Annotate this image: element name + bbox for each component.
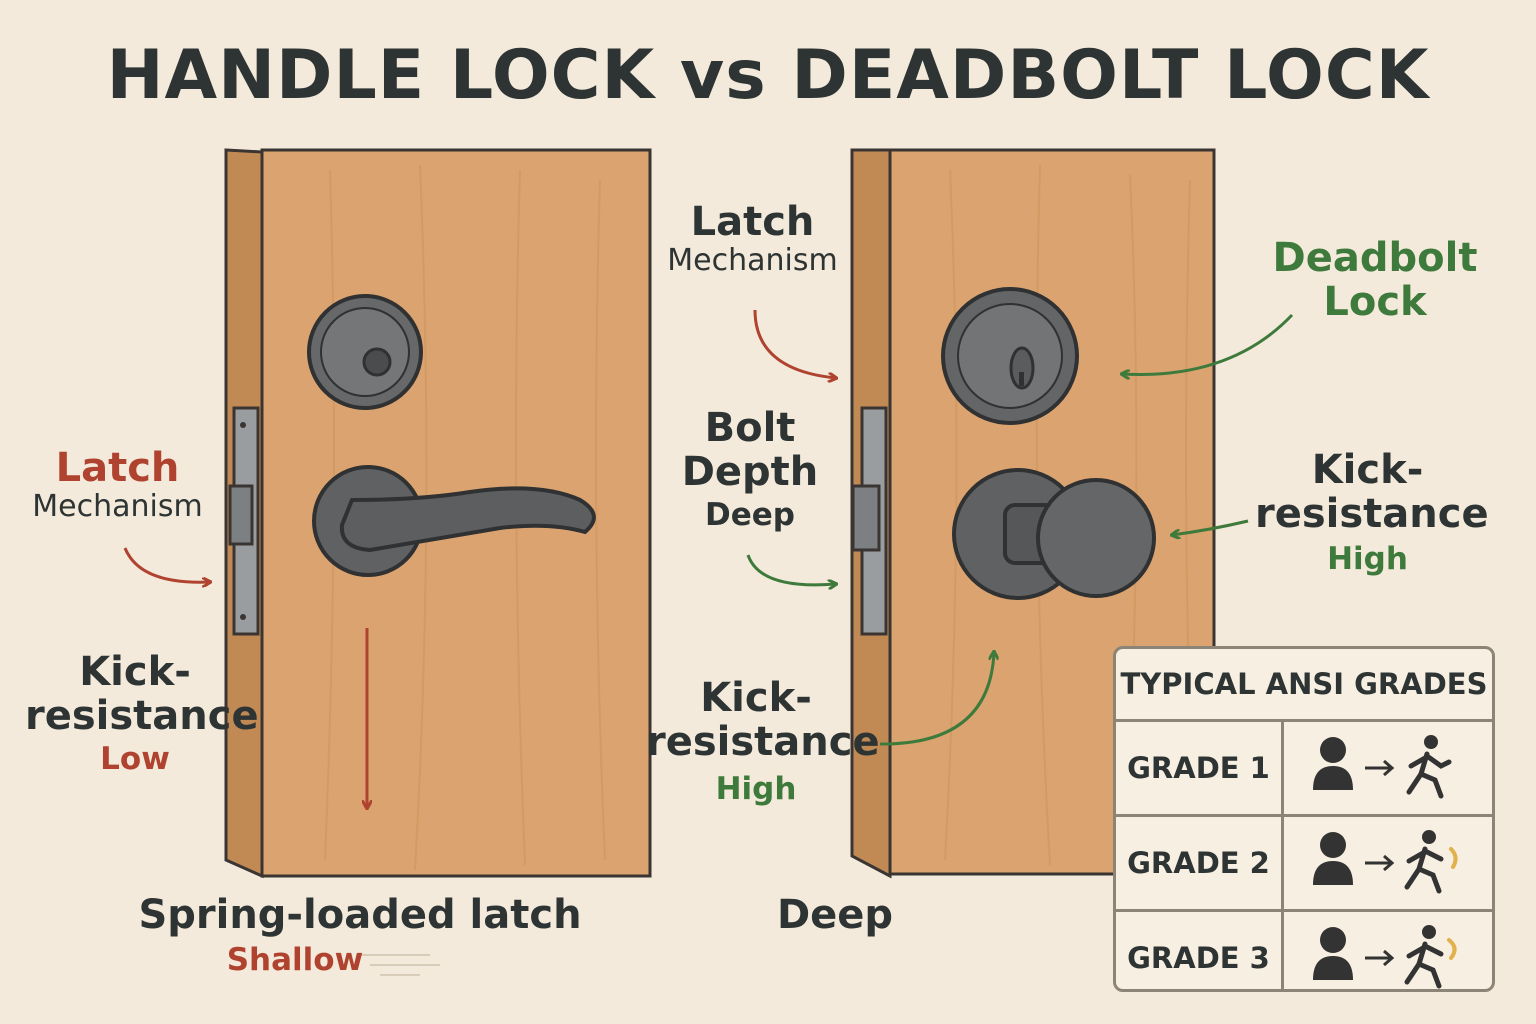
side-kick-resistance-label: Kick- resistance High	[1255, 447, 1489, 577]
right-kick-line2: resistance	[646, 719, 880, 765]
running-person-icon	[1406, 735, 1452, 799]
left-kick-value: Low	[100, 741, 170, 777]
left-kick-line1: Kick-	[79, 649, 191, 695]
arrow-right-icon	[1365, 854, 1395, 872]
left-kick-resistance-label: Kick- resistance Low	[25, 649, 259, 777]
right-kick-value: High	[715, 771, 797, 807]
right-bottom-label: Deep	[760, 893, 910, 937]
kicking-person-icon	[1404, 925, 1457, 989]
grade-row: GRADE 3	[1116, 912, 1492, 989]
right-kick-resistance-label: Kick- resistance High	[646, 675, 880, 807]
side-kick-line1: Kick-	[1311, 447, 1424, 493]
left-latch-sub: Mechanism	[32, 489, 203, 524]
arrow-right-icon	[1365, 759, 1395, 777]
door-lever-icon	[312, 465, 596, 577]
page-title: HANDLE LOCK vs DEADBOLT LOCK	[106, 36, 1430, 115]
grade-label: GRADE 3	[1116, 912, 1284, 989]
grade-icons	[1284, 722, 1492, 814]
left-latch-title: Latch	[55, 445, 180, 491]
person-icon	[1313, 737, 1353, 790]
bolt-value: Deep	[705, 497, 795, 533]
shallow-value: Shallow	[226, 942, 364, 978]
deadbolt-line2: Lock	[1323, 279, 1427, 325]
right-latch-sub: Mechanism	[667, 243, 838, 278]
handle-lock-keyhole-icon	[307, 294, 423, 410]
left-latch-label: Latch Mechanism	[20, 446, 215, 523]
side-kick-value: High	[1327, 541, 1408, 577]
right-latch-title: Latch	[690, 199, 815, 245]
left-bottom-label: Spring-loaded latch Shallow	[130, 893, 590, 977]
deadbolt-keyhole-icon	[941, 287, 1079, 425]
grade-row: GRADE 2	[1116, 817, 1492, 912]
grade-icons	[1284, 912, 1492, 989]
side-kick-line2: resistance	[1255, 491, 1489, 537]
grade-label: GRADE 2	[1116, 817, 1284, 909]
deadbolt-line1: Deadbolt	[1272, 235, 1478, 281]
right-kick-line1: Kick-	[700, 675, 812, 721]
bolt-depth-label: Bolt Depth Deep	[660, 406, 840, 532]
deep-bottom-label: Deep	[776, 892, 894, 938]
spring-loaded-latch-label: Spring-loaded latch	[138, 892, 582, 938]
bolt-line1: Bolt	[704, 405, 796, 451]
grade-icons	[1284, 817, 1492, 909]
person-icon	[1313, 832, 1353, 885]
left-kick-line2: resistance	[25, 693, 259, 739]
kicking-person-icon	[1404, 830, 1458, 894]
right-latch-label: Latch Mechanism	[655, 200, 850, 277]
ansi-grades-title: TYPICAL ANSI GRADES	[1116, 649, 1492, 722]
grade-label: GRADE 1	[1116, 722, 1284, 814]
grade-row: GRADE 1	[1116, 722, 1492, 817]
bolt-line2: Depth	[681, 449, 819, 495]
ansi-grades-table: TYPICAL ANSI GRADES GRADE 1 GRADE 2	[1113, 646, 1495, 992]
door-knob-icon	[952, 468, 1156, 600]
arrow-right-icon	[1365, 949, 1395, 967]
person-icon	[1313, 927, 1353, 980]
deadbolt-lock-label: Deadbolt Lock	[1270, 236, 1480, 324]
